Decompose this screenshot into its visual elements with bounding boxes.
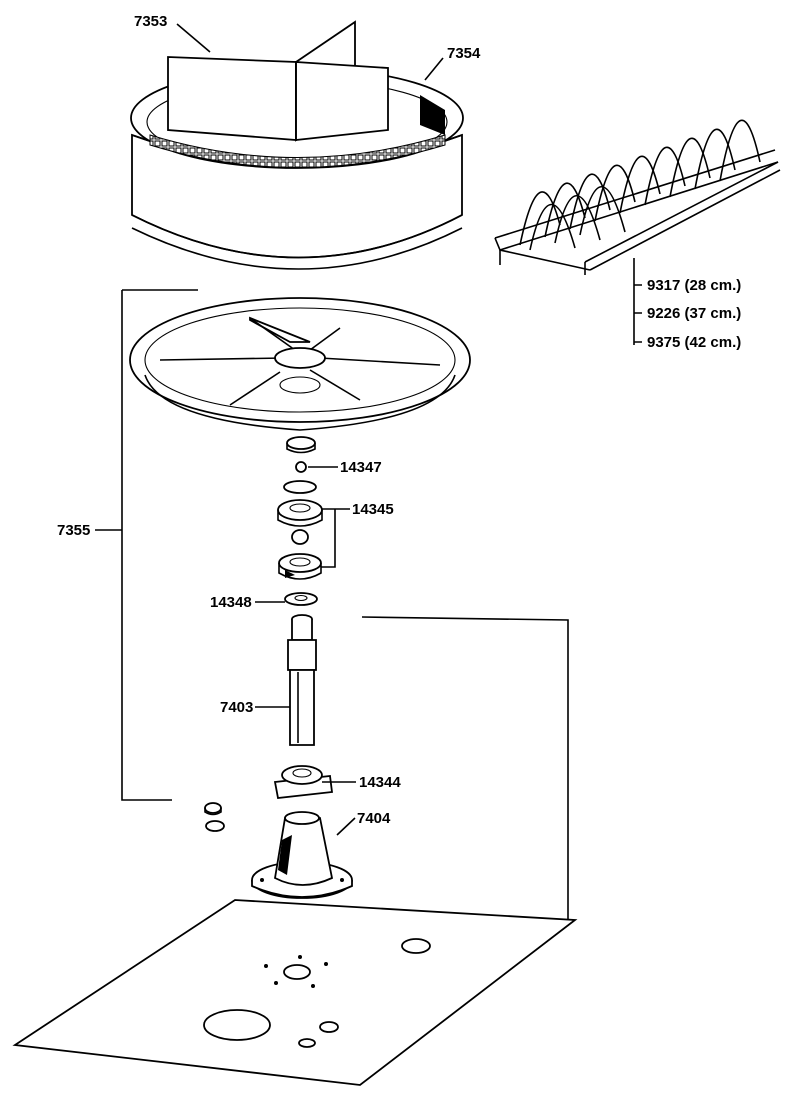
support-cone-7404	[251, 811, 353, 899]
turntable-plate	[129, 297, 471, 431]
label-14345: 14345	[352, 501, 394, 518]
cutlery-divider-insert	[167, 20, 389, 142]
label-14344: 14344	[359, 774, 401, 791]
label-7353: 7353	[134, 13, 167, 30]
top-washer	[286, 436, 316, 454]
washer-14348	[284, 592, 318, 606]
shaft-7403	[287, 614, 317, 746]
bearing-14345-upper	[277, 480, 323, 527]
flange-bearing-14344	[273, 765, 334, 799]
label-7403: 7403	[220, 699, 253, 716]
bearing-14345-lower	[278, 553, 322, 580]
label-7354: 7354	[447, 45, 481, 62]
nut-pair	[204, 802, 225, 832]
label-7404: 7404	[357, 810, 391, 827]
ball-cage	[291, 529, 309, 545]
ball-14347	[295, 461, 307, 473]
label-9375: 9375 (42 cm.)	[647, 334, 741, 351]
leader-lines	[95, 23, 642, 920]
label-9317: 9317 (28 cm.)	[647, 277, 741, 294]
label-9226: 9226 (37 cm.)	[647, 305, 741, 322]
label-14347: 14347	[340, 459, 382, 476]
label-7355: 7355	[57, 522, 90, 539]
base-plate	[12, 899, 578, 1086]
label-14348: 14348	[210, 594, 252, 611]
plate-rack	[494, 119, 781, 275]
